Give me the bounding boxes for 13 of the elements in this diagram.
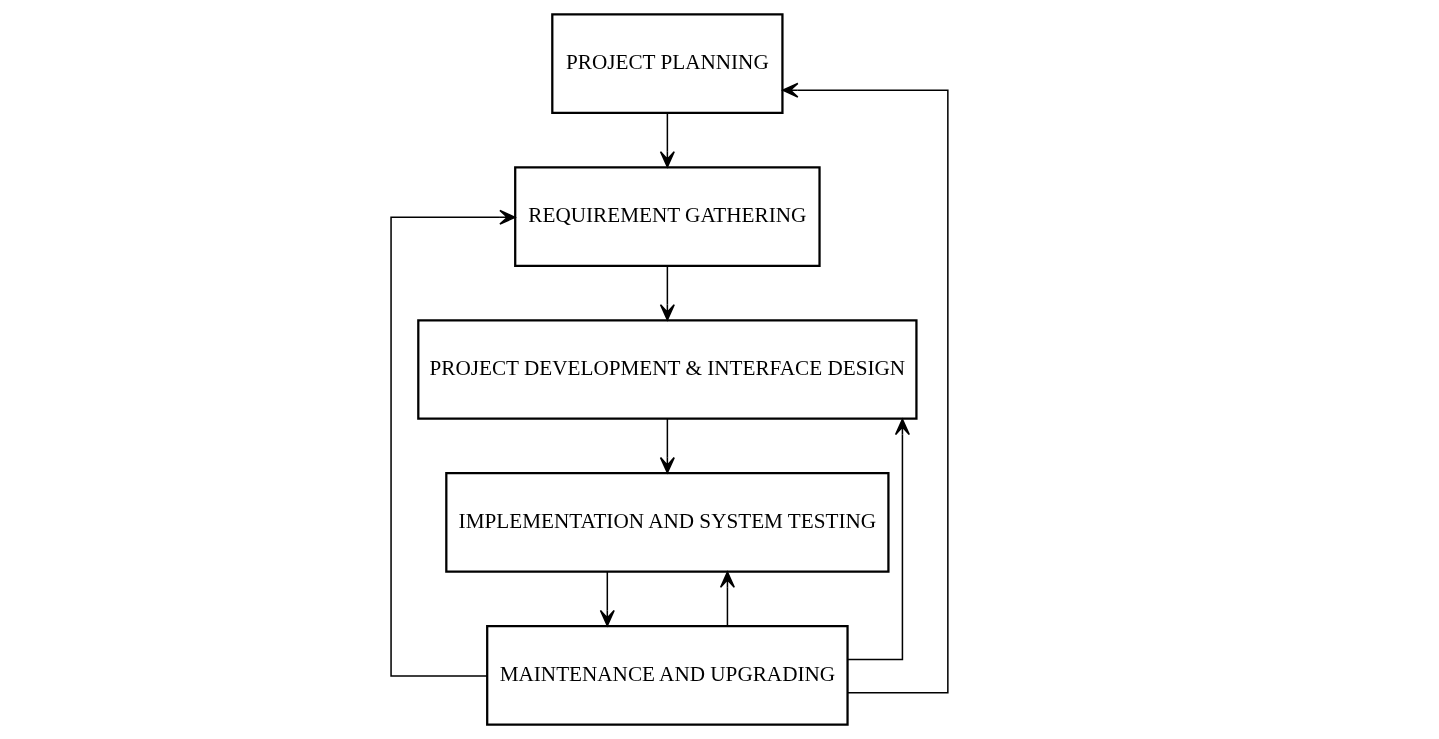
arrow bbox=[599, 570, 615, 627]
arrow bbox=[659, 417, 675, 474]
node-box: MAINTENANCE AND UPGRADING bbox=[486, 625, 849, 726]
node-box: IMPLEMENTATION AND SYSTEM TESTING bbox=[445, 472, 890, 573]
node-box: PROJECT PLANNING bbox=[551, 13, 784, 114]
arrow bbox=[659, 265, 675, 321]
node-box: REQUIREMENT GATHERING bbox=[514, 166, 821, 267]
arrow bbox=[847, 418, 910, 661]
arrow bbox=[390, 209, 516, 677]
arrow bbox=[719, 571, 735, 627]
arrow bbox=[781, 82, 949, 694]
node-box: PROJECT DEVELOPMENT & INTERFACE DESIGN bbox=[417, 319, 918, 420]
arrow bbox=[659, 112, 675, 168]
